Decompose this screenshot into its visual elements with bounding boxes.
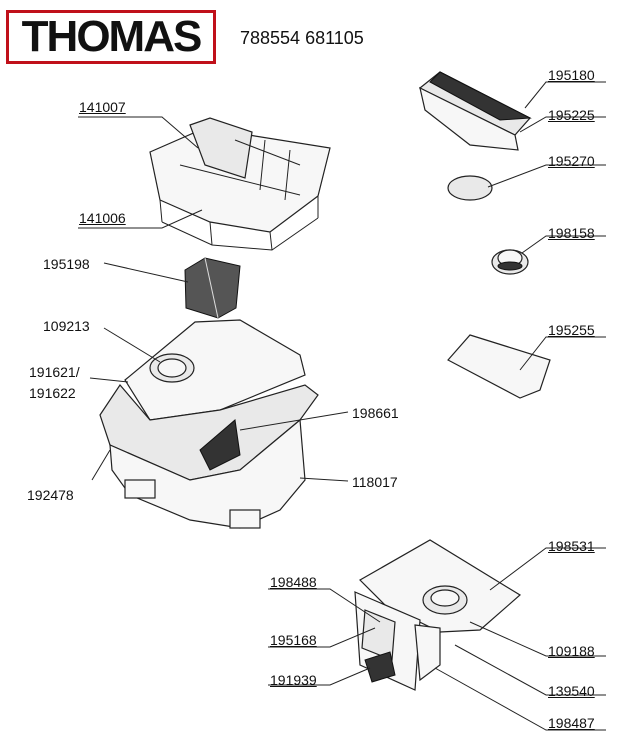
brand-logo-text: THOMAS bbox=[21, 12, 203, 61]
label-139540: 139540 bbox=[548, 683, 595, 699]
label-109213: 109213 bbox=[43, 318, 90, 334]
label-198531: 198531 bbox=[548, 538, 595, 554]
label-191621: 191621/ bbox=[29, 364, 80, 380]
part-195270-drawing bbox=[447, 175, 493, 201]
label-195225: 195225 bbox=[548, 107, 595, 123]
assembly-198531-drawing bbox=[354, 539, 522, 691]
leader-lines bbox=[78, 81, 606, 731]
tray-141007-drawing bbox=[149, 117, 331, 251]
label-198488: 198488 bbox=[270, 574, 317, 590]
label-198487: 198487 bbox=[548, 715, 595, 731]
label-141007: 141007 bbox=[79, 99, 126, 115]
label-195270: 195270 bbox=[548, 153, 595, 169]
label-198661: 198661 bbox=[352, 405, 399, 421]
label-191622: 191622 bbox=[29, 385, 76, 401]
filter-195198-drawing bbox=[184, 257, 241, 319]
label-198158: 198158 bbox=[548, 225, 595, 241]
document-code: 788554 681105 bbox=[240, 28, 364, 48]
label-141006: 141006 bbox=[79, 210, 126, 226]
label-191939: 191939 bbox=[270, 672, 317, 688]
container-118017-drawing bbox=[99, 319, 319, 529]
part-198158-drawing bbox=[491, 249, 529, 275]
part-195255-drawing bbox=[447, 334, 551, 399]
label-195180: 195180 bbox=[548, 67, 595, 83]
label-195168: 195168 bbox=[270, 632, 317, 648]
label-192478: 192478 bbox=[27, 487, 74, 503]
label-195198: 195198 bbox=[43, 256, 90, 272]
label-195255: 195255 bbox=[548, 322, 595, 338]
brand-logo: THOMAS bbox=[6, 10, 216, 64]
label-118017: 118017 bbox=[352, 474, 398, 490]
part-195180-drawing bbox=[418, 71, 532, 151]
label-109188: 109188 bbox=[548, 643, 595, 659]
